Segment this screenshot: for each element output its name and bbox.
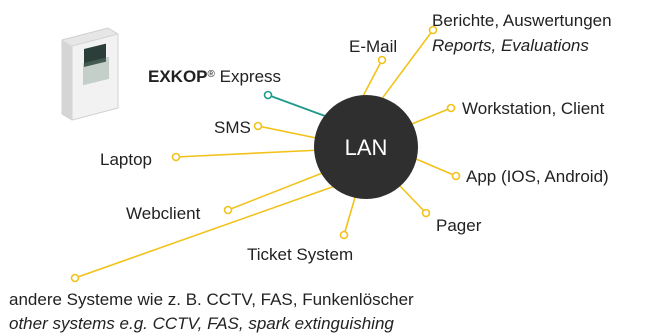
node-other-en: other systems e.g. CCTV, FAS, spark exti… — [9, 314, 394, 333]
node-other-de: andere Systeme wie z. B. CCTV, FAS, Funk… — [9, 290, 414, 309]
node-app: App (IOS, Android) — [466, 167, 609, 186]
endpoint-nodes — [70, 25, 461, 283]
node-laptop: Laptop — [100, 150, 152, 169]
lan-hub-label: LAN — [345, 135, 388, 160]
control-cabinet-icon — [61, 27, 119, 121]
device-link-node — [263, 90, 273, 100]
device-link — [267, 94, 326, 117]
device-name-rest: Express — [214, 67, 282, 86]
node-workstation: Workstation, Client — [462, 99, 605, 118]
device-name-bold: EXKOP — [148, 67, 208, 86]
yellow-spokes — [74, 29, 457, 279]
device-label: EXKOP® Express — [148, 67, 281, 87]
registered-mark: ® — [207, 69, 215, 80]
node-sms: SMS — [214, 118, 251, 137]
node-email: E-Mail — [349, 37, 398, 56]
node-reports-de: Berichte, Auswertungen — [432, 11, 612, 30]
node-webclient: Webclient — [126, 204, 201, 223]
lan-hub — [314, 95, 418, 199]
node-pager: Pager — [436, 216, 482, 235]
node-reports-en: Reports, Evaluations — [432, 36, 589, 55]
node-ticket: Ticket System — [247, 245, 354, 264]
